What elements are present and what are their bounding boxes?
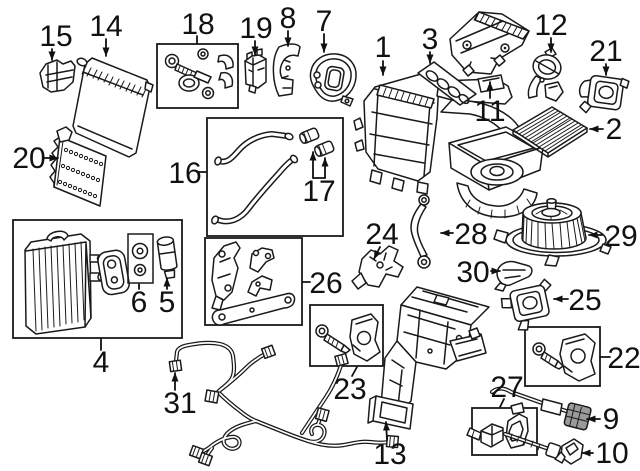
part-22-drawing: [532, 333, 596, 382]
group-box-16: [206, 117, 344, 237]
part-20-drawing: [49, 126, 107, 207]
group-box-26: [204, 237, 303, 326]
part-4-drawing: [24, 230, 130, 335]
part-23-drawing: [315, 313, 381, 362]
part-28-drawing: [410, 194, 431, 269]
callout-label-13: 13: [373, 438, 406, 471]
leader-13: [382, 421, 390, 441]
leader-lines: [43, 30, 611, 457]
part-5-drawing: [156, 236, 178, 280]
callout-label-14: 14: [89, 10, 122, 43]
part-31-drawing: [168, 340, 400, 467]
leader-23: [351, 366, 358, 377]
callout-label-18: 18: [181, 8, 214, 41]
part-11-drawing: [449, 11, 530, 77]
leader-24: [373, 246, 381, 260]
part-26-drawing: [211, 241, 296, 326]
part-6-drawing: [127, 233, 154, 284]
callout-label-31: 31: [163, 387, 196, 420]
part-27-drawing: [466, 402, 529, 449]
callout-label-5: 5: [159, 286, 176, 319]
callout-label-20: 20: [12, 142, 45, 175]
part-7-drawing: [309, 53, 357, 107]
callout-label-19: 19: [239, 12, 272, 45]
part-8-drawing: [272, 43, 301, 97]
callout-label-25: 25: [568, 284, 601, 317]
part-21-drawing: [578, 74, 630, 114]
part-29-drawing: [493, 198, 612, 267]
callout-label-9: 9: [603, 403, 620, 436]
group-box-18: [156, 43, 239, 109]
callout-label-2: 2: [606, 113, 623, 146]
part-17-drawing: [299, 127, 335, 157]
callout-label-21: 21: [589, 35, 622, 68]
group-box-23: [309, 304, 384, 367]
part-14-drawing: [72, 57, 154, 158]
part-2-drawing: [512, 106, 588, 158]
part-16-drawing: [211, 130, 299, 225]
callout-label-8: 8: [280, 2, 297, 35]
part-10-drawing: [502, 431, 584, 465]
callout-label-7: 7: [316, 5, 333, 38]
part-9-drawing: [489, 386, 592, 431]
callout-label-4: 4: [93, 346, 110, 379]
callout-label-17: 17: [302, 175, 335, 208]
group-boxes: [12, 43, 601, 456]
callout-label-6: 6: [131, 286, 148, 319]
callout-label-24: 24: [365, 218, 398, 251]
callout-label-22: 22: [607, 342, 640, 375]
callout-label-30: 30: [456, 256, 489, 289]
part-15-drawing: [39, 59, 76, 93]
leader-27: [499, 398, 505, 408]
callout-label-12: 12: [534, 9, 567, 42]
part-25-drawing: [500, 278, 552, 331]
callout-label-16: 16: [168, 157, 201, 190]
callout-label-1: 1: [375, 31, 392, 64]
callout-label-11: 11: [474, 95, 505, 128]
part-30-drawing: [494, 260, 533, 292]
callout-label-27: 27: [490, 371, 523, 404]
callout-label-29: 29: [604, 220, 637, 253]
callout-label-23: 23: [333, 373, 366, 406]
callout-label-10: 10: [595, 437, 628, 470]
callout-label-3: 3: [422, 23, 439, 56]
callout-label-28: 28: [454, 218, 487, 251]
part-18-drawing: [164, 48, 234, 100]
part-12-drawing: [527, 47, 564, 102]
part-3-drawing: [417, 61, 477, 106]
callout-labels: 1 2 3 4 5 6 7 8 9 10 11 12 13 14 15 16 1…: [12, 2, 640, 471]
callout-label-26: 26: [309, 267, 342, 300]
callout-label-15: 15: [39, 20, 72, 53]
part-13-drawing: [367, 286, 490, 430]
leader-17: [309, 151, 329, 179]
group-box-4: [12, 219, 183, 339]
